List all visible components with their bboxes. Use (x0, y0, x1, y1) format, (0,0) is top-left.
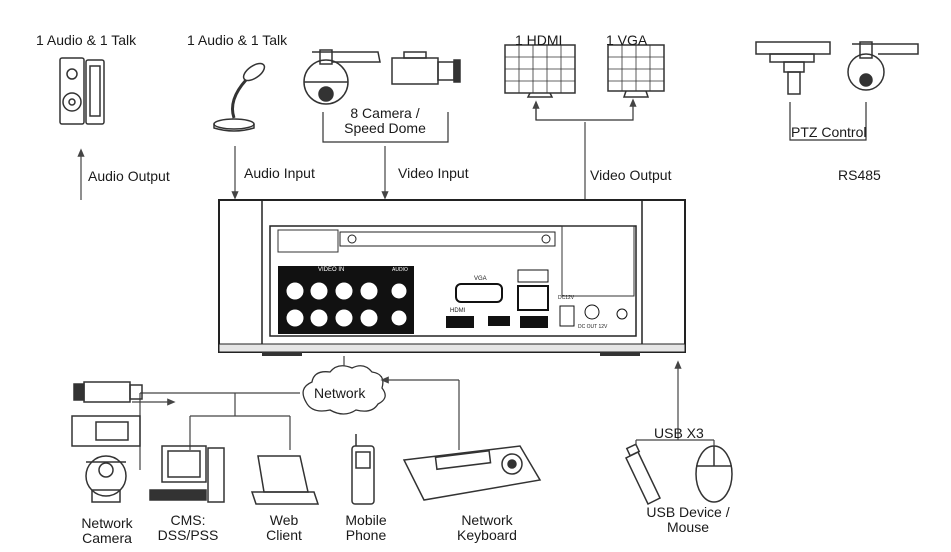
video-input-label: Video Input (398, 165, 469, 181)
usb-stick-icon (625, 443, 661, 506)
vga-port (455, 283, 503, 303)
web-client-label: Web Client (266, 512, 302, 543)
laptop-icon (250, 455, 320, 505)
camera-label: 8 Camera / Speed Dome (344, 105, 426, 136)
hdmi-port (446, 316, 474, 328)
audio-output-device-label: 1 Audio & 1 Talk (36, 32, 137, 48)
vga-monitor-label: 1 VGA (606, 32, 648, 48)
speed-dome-icon (303, 49, 381, 105)
network-keyboard-label: Network Keyboard (457, 512, 517, 543)
dc-in-label: DC12V (558, 295, 575, 301)
usb-x3-label: USB X3 (654, 425, 704, 441)
speaker-icon (59, 57, 105, 125)
network-label: Network (314, 385, 366, 401)
video-output-label: Video Output (590, 167, 672, 183)
mobile-phone-icon (351, 434, 375, 505)
vga-port-label: VGA (474, 276, 487, 282)
mobile-phone-label: Mobile Phone (345, 512, 387, 543)
vga-monitor-icon (607, 44, 665, 98)
audio-input-device-label: 1 Audio & 1 Talk (187, 32, 288, 48)
box-camera-icon (391, 51, 461, 85)
hdmi-monitor-label: 1 HDMI (515, 32, 563, 48)
computer-icon (149, 445, 225, 503)
mouse-icon (695, 445, 733, 503)
rs485-label: RS485 (838, 167, 881, 183)
audio-input-label: Audio Input (244, 165, 315, 181)
bnc-connectors (285, 281, 408, 328)
ptz-control-label: PTZ Control (791, 124, 867, 140)
network-camera-icon (71, 381, 143, 503)
audio-output-label: Audio Output (88, 168, 170, 184)
microphone-icon (213, 62, 266, 132)
ptz-camera-icon (755, 41, 831, 95)
audio-port-label: AUDIO (392, 267, 408, 273)
network-keyboard-icon (402, 445, 542, 501)
ethernet-port (517, 269, 549, 311)
ptz-dome-icon (847, 41, 919, 91)
hdmi-port-label: HDMI (450, 308, 466, 314)
hdmi-monitor-icon (504, 44, 576, 98)
video-in-label: VIDEO IN (318, 267, 345, 273)
dvr-device (218, 199, 686, 356)
network-camera-label: Network Camera (81, 515, 133, 546)
cms-label: CMS: DSS/PSS (157, 512, 219, 543)
power-port (559, 304, 628, 327)
usb-ports (488, 316, 548, 328)
usb-device-label: USB Device / Mouse (646, 504, 730, 535)
dc-out-label: DC OUT 12V (578, 324, 608, 330)
